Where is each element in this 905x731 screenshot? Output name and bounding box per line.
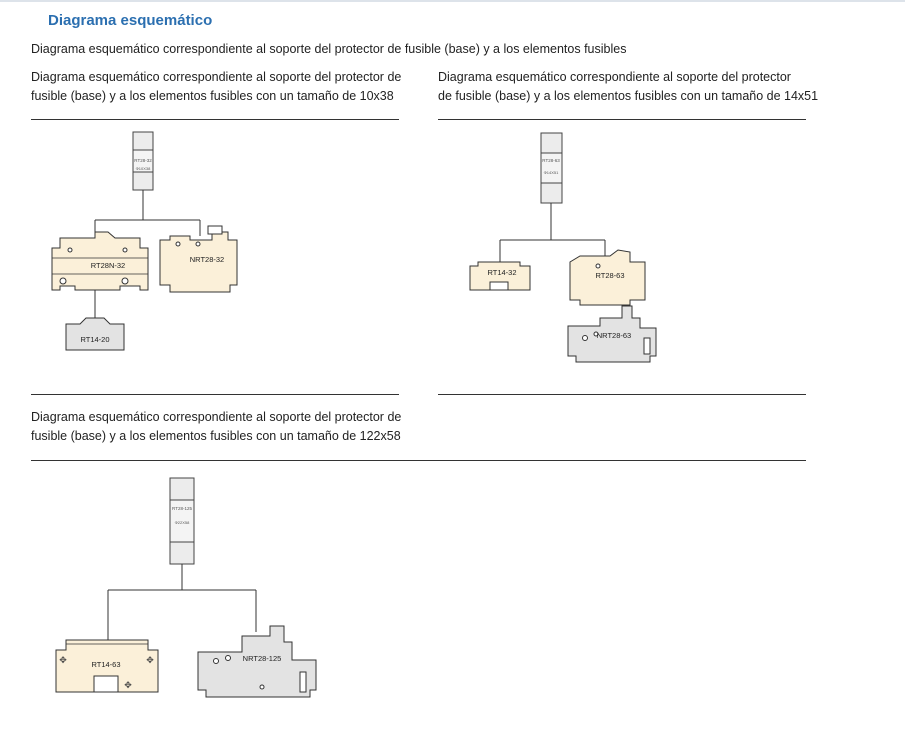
caption-line: fusible (base) y a los elementos fusible… — [31, 429, 401, 443]
component-label: NRT28-63 — [597, 331, 631, 340]
page-title: Diagrama esquemático — [48, 12, 213, 29]
svg-text:✥: ✥ — [146, 655, 154, 665]
fuse-dimension: Φ10X38 — [136, 166, 152, 171]
divider — [438, 119, 806, 120]
intro-text: Diagrama esquemático correspondiente al … — [31, 42, 627, 56]
fuse-dimension: Φ22X58 — [175, 520, 191, 525]
diagram-10x38: RT28-32 Φ10X38 RT28N-32 N — [51, 131, 238, 351]
top-border — [0, 0, 905, 2]
section-3-caption: Diagrama esquemático correspondiente al … — [31, 408, 401, 446]
svg-text:✥: ✥ — [59, 655, 67, 665]
divider — [31, 394, 399, 395]
caption-line: Diagrama esquemático correspondiente al … — [31, 410, 402, 424]
svg-text:✥: ✥ — [124, 680, 132, 690]
diagram-22x58: RT28-125 Φ22X58 ✥ ✥ ✥ RT14-63 NRT28-125 — [55, 477, 317, 698]
section-2-caption: Diagrama esquemático correspondiente al … — [438, 68, 818, 106]
holder-nrt28-125: NRT28-125 — [197, 625, 317, 698]
caption-line: de fusible (base) y a los elementos fusi… — [438, 89, 819, 103]
connector-lines — [499, 203, 606, 262]
caption-line: Diagrama esquemático correspondiente al … — [31, 70, 402, 84]
component-label: RT28N-32 — [91, 261, 125, 270]
holder-rt14-63: ✥ ✥ ✥ RT14-63 — [55, 639, 159, 693]
fuse-cartridge: RT28-32 Φ10X38 — [132, 131, 154, 191]
caption-line: Diagrama esquemático correspondiente al … — [438, 70, 791, 84]
fuse-label: RT28-32 — [134, 158, 152, 163]
component-label: NRT28-32 — [190, 255, 224, 264]
holder-rt28-63: RT28-63 — [569, 249, 646, 306]
fuse-label: RT28-125 — [172, 506, 192, 511]
diagram-14x51: RT28-63 Φ14X51 RT14-32 RT28-63 NRT28- — [469, 132, 657, 363]
fuse-cartridge: RT28-63 Φ14X51 — [540, 132, 563, 204]
holder-rt28n-32: RT28N-32 — [51, 231, 149, 291]
divider — [31, 119, 399, 120]
holder-nrt28-63: NRT28-63 — [567, 305, 657, 363]
component-label: RT14-63 — [91, 660, 120, 669]
holder-rt14-32: RT14-32 — [469, 261, 531, 291]
component-label: RT14-20 — [80, 335, 109, 344]
caption-line: fusible (base) y a los elementos fusible… — [31, 89, 394, 103]
section-1-caption: Diagrama esquemático correspondiente al … — [31, 68, 401, 106]
holder-nrt28-32: NRT28-32 — [159, 225, 238, 293]
fuse-cartridge: RT28-125 Φ22X58 — [169, 477, 195, 565]
connector-lines — [107, 564, 257, 640]
divider — [438, 394, 806, 395]
component-label: RT28-63 — [595, 271, 624, 280]
fuse-dimension: Φ14X51 — [544, 170, 560, 175]
component-label: RT14-32 — [487, 268, 516, 277]
fuse-label: RT28-63 — [542, 158, 560, 163]
divider — [31, 460, 806, 461]
holder-rt14-20: RT14-20 — [65, 317, 125, 351]
component-label: NRT28-125 — [243, 654, 282, 663]
